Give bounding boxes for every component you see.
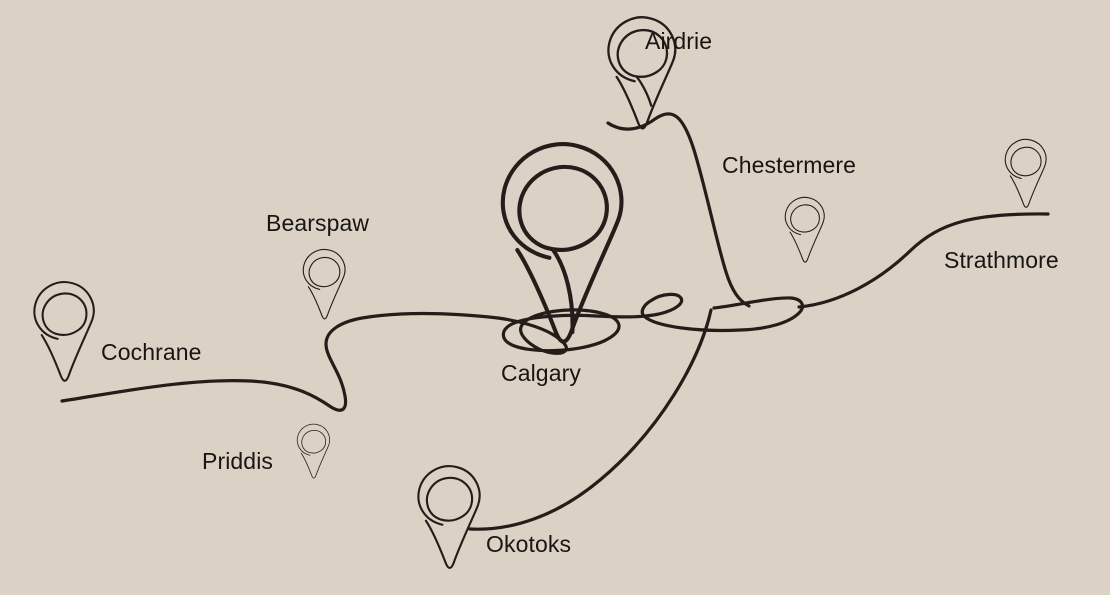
- pin-outline: [296, 423, 331, 479]
- pin-outline: [607, 16, 677, 130]
- map-pin-strathmore[interactable]: [1004, 138, 1047, 208]
- map-pin-priddis[interactable]: [296, 423, 331, 479]
- route-segment-airdrie-branch: [606, 112, 751, 308]
- route-segment-west-tail: [60, 311, 500, 412]
- pin-outline: [500, 142, 624, 344]
- pin-inner-circle: [616, 29, 669, 78]
- route-segment-okotoks-branch: [468, 308, 713, 531]
- pin-outline: [417, 465, 481, 569]
- city-label-strathmore: Strathmore: [944, 247, 1059, 273]
- city-label-chestermere: Chestermere: [722, 152, 857, 178]
- pin-inner-circle: [517, 164, 609, 252]
- city-label-okotoks: Okotoks: [486, 531, 572, 557]
- pin-outline: [784, 196, 825, 263]
- map-pin-airdrie[interactable]: [607, 16, 677, 130]
- city-label-calgary: Calgary: [501, 360, 581, 386]
- pin-tail: [551, 248, 575, 335]
- pin-inner-circle: [425, 476, 474, 522]
- pin-inner-circle: [1010, 146, 1042, 177]
- route-segment-calgary-east-cusp: [594, 292, 805, 333]
- city-label-cochrane: Cochrane: [101, 339, 202, 365]
- pin-tail: [635, 75, 653, 107]
- map-pin-chestermere[interactable]: [784, 196, 825, 263]
- pin-outline: [302, 248, 346, 320]
- pin-inner-circle: [41, 292, 88, 336]
- map-pin-calgary[interactable]: [500, 142, 624, 344]
- city-label-priddis: Priddis: [202, 448, 274, 474]
- pin-outline: [1004, 138, 1047, 208]
- route-segment-strathmore-rise: [797, 212, 1050, 309]
- pin-inner-circle: [301, 429, 327, 454]
- pin-inner-circle: [308, 256, 341, 288]
- map-pin-cochrane[interactable]: [33, 281, 95, 382]
- city-label-airdrie: Airdrie: [645, 28, 713, 54]
- map-pin-bearspaw[interactable]: [302, 248, 346, 320]
- pin-inner-circle: [790, 204, 820, 233]
- city-label-bearspaw: Bearspaw: [266, 210, 370, 236]
- map-pin-okotoks[interactable]: [417, 465, 481, 569]
- pin-outline: [33, 281, 95, 382]
